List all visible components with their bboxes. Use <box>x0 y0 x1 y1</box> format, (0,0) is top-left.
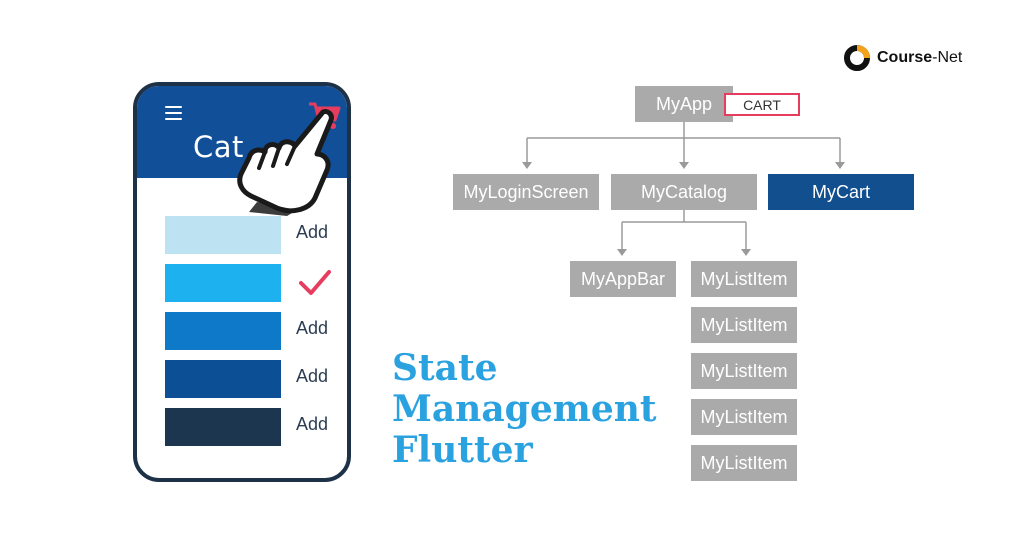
item-color-swatch <box>165 360 281 398</box>
add-button[interactable]: Add <box>296 366 329 386</box>
node-mylistitem: MyListItem <box>691 307 797 343</box>
headline: State Management Flutter <box>392 348 657 471</box>
list-item: Add <box>165 408 347 446</box>
list-item: Add <box>165 216 347 254</box>
add-button[interactable]: Add <box>296 318 329 338</box>
app-bar: Cat <box>137 86 347 216</box>
pointing-hand-icon <box>237 109 334 216</box>
list-item: Add <box>165 312 347 350</box>
brand-name: Course-Net <box>877 49 963 66</box>
add-button[interactable]: Add <box>296 414 329 434</box>
checkmark-icon[interactable] <box>298 268 332 298</box>
node-mylistitem: MyListItem <box>691 353 797 389</box>
node-myapp: MyApp <box>635 86 733 122</box>
node-mycart: MyCart <box>768 174 914 210</box>
node-myappbar: MyAppBar <box>570 261 676 297</box>
node-myloginscreen: MyLoginScreen <box>453 174 599 210</box>
node-mylistitem: MyListItem <box>691 445 797 481</box>
node-mycatalog: MyCatalog <box>611 174 757 210</box>
item-color-swatch <box>165 312 281 350</box>
headline-line: Management <box>392 388 657 430</box>
node-mylistitem: MyListItem <box>691 261 797 297</box>
app-bar-title: Cat <box>193 130 244 164</box>
headline-line: Flutter <box>392 429 533 471</box>
headline-line: State <box>392 347 498 389</box>
logo-ring-icon <box>844 45 870 71</box>
cart-state-tag: CART <box>724 93 800 116</box>
list-item: Add <box>165 360 347 398</box>
list-item <box>165 264 347 302</box>
menu-icon[interactable] <box>165 106 182 120</box>
item-color-swatch <box>165 408 281 446</box>
brand-logo: Course-Net <box>843 44 962 72</box>
add-button[interactable]: Add <box>296 222 329 242</box>
item-color-swatch <box>165 216 281 254</box>
item-color-swatch <box>165 264 281 302</box>
node-mylistitem: MyListItem <box>691 399 797 435</box>
